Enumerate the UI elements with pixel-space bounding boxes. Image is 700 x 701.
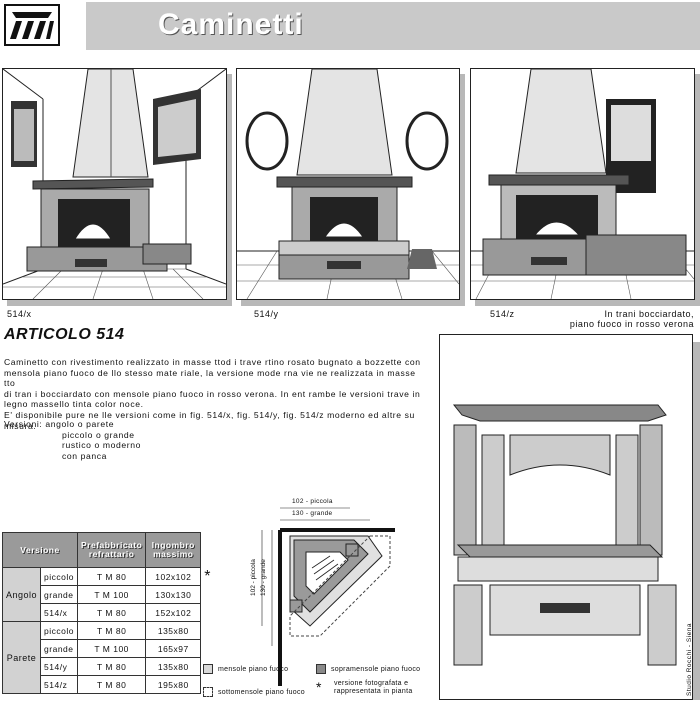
floor-plan-diagram: 102 - piccola 130 - grande 102 - piccola… (250, 496, 400, 696)
row-pref: T M 100 (76, 639, 147, 658)
legend-star-icon: * (316, 679, 322, 695)
row-sub: piccolo (40, 567, 78, 586)
caption-514z-note: In trani bocciardato, piano fuoco in ros… (570, 309, 694, 329)
row-ingombro: 135x80 (145, 621, 202, 640)
row-pref: T M 80 (76, 675, 147, 694)
wall-fireplace-illustration (237, 69, 459, 299)
dim-left-small: 102 - piccola (250, 559, 257, 596)
article-description: Caminetto con rivestimento realizzato in… (4, 357, 424, 431)
row-ingombro: 102x102 (145, 567, 202, 586)
version-item: piccolo o grande (62, 429, 135, 440)
table-row: 514/x T M 80 152x102 (3, 603, 224, 622)
description-line: E' disponibile pure ne lle versioni come… (4, 409, 415, 420)
row-pref: T M 80 (76, 603, 147, 622)
corner-fireplace-illustration (3, 69, 226, 299)
row-pref: T M 80 (76, 621, 147, 640)
caption-514z: 514/z (490, 309, 515, 319)
illustration-514z (470, 68, 695, 300)
version-item: rustico o moderno (62, 440, 141, 451)
legend-mensole: mensole piano fuoco (218, 666, 289, 673)
legend-versione-line1: versione fotografata e (334, 680, 409, 687)
row-pref: T M 80 (76, 657, 147, 676)
table-row: Angolo piccolo T M 80 102x102 * (1, 567, 224, 622)
row-sub: 514/x (40, 603, 78, 622)
group-angolo: Angolo (1, 567, 42, 622)
caption-514y: 514/y (254, 309, 279, 319)
row-pref: T M 80 (76, 567, 147, 586)
dim-left-large: 130 - grande (260, 559, 267, 596)
row-note: * (204, 567, 212, 585)
table-row: 514/y T M 80 135x80 (3, 657, 224, 676)
legend-sottomensole-swatch (203, 687, 213, 697)
row-ingombro: 130x130 (145, 585, 202, 604)
legend-versione-line2: rappresentata in pianta (334, 688, 413, 695)
row-sub: grande (40, 585, 78, 604)
description-line: di tran i bocciardato con mensole piano … (4, 388, 421, 399)
versions-label: Versioni: angolo o parete (4, 419, 115, 429)
row-sub: piccolo (40, 621, 78, 640)
table-row: Parete piccolo T M 80 135x80 (1, 621, 224, 694)
illustration-514x (2, 68, 227, 300)
row-ingombro: 135x80 (145, 657, 202, 676)
description-line: legno massello tinta color noce. (4, 399, 144, 410)
legend-sopramensole-swatch (316, 664, 326, 674)
caption-514z-note-line1: In trani bocciardato, (604, 309, 694, 319)
header-prefabbricato: Prefabbricato refrattario (76, 532, 147, 568)
header-ingombro: Ingombro massimo (145, 532, 202, 568)
row-sub: grande (40, 639, 78, 658)
version-item: con panca (62, 450, 108, 461)
dim-top-large: 130 - grande (292, 510, 333, 517)
modern-fireplace-illustration (471, 69, 694, 299)
legend-sottomensole: sottomensole piano fuoco (218, 689, 305, 696)
table-header-row: Versione Prefabbricato refrattario Ingom… (2, 532, 224, 568)
exploded-components-drawing (440, 335, 692, 699)
exploded-view (439, 334, 693, 700)
caption-514z-note-line2: piano fuoco in rosso verona (569, 319, 694, 329)
caption-514x: 514/x (7, 309, 32, 319)
description-line: misura. (4, 420, 37, 431)
row-ingombro: 195x80 (145, 675, 202, 694)
studio-credit: Studio Rocchi - Siena (686, 622, 693, 696)
brand-logo (4, 4, 60, 46)
row-sub: 514/y (40, 657, 78, 676)
table-row: grande T M 100 165x97 (3, 639, 224, 658)
page-title: Caminetti (158, 8, 304, 41)
logo-mark-icon (10, 12, 54, 39)
legend-sopramensole: sopramensole piano fuoco (331, 666, 421, 673)
row-ingombro: 165x97 (145, 639, 202, 658)
row-pref: T M 100 (76, 585, 147, 604)
dim-top-small: 102 - piccola (292, 498, 333, 505)
header-versione: Versione (2, 532, 78, 568)
article-heading: ARTICOLO 514 (4, 326, 125, 343)
legend-versione: versione fotografata e rappresentata in … (334, 680, 413, 696)
group-parete: Parete (1, 621, 42, 694)
legend-mensole-swatch (203, 664, 213, 674)
description-line: mensola piano fuoco de llo stesso mate r… (4, 367, 416, 389)
floor-plan-drawing (261, 507, 395, 686)
illustration-514y (236, 68, 460, 300)
description-line: Caminetto con rivestimento realizzato in… (4, 357, 421, 367)
row-ingombro: 152x102 (145, 603, 202, 622)
table-row: 514/z T M 80 195x80 (3, 675, 224, 694)
versions-list: Versioni: angolo o parete piccolo o gran… (4, 419, 141, 461)
title-band (86, 2, 700, 50)
spec-table: Versione Prefabbricato refrattario Ingom… (1, 532, 224, 694)
row-sub: 514/z (40, 675, 78, 694)
